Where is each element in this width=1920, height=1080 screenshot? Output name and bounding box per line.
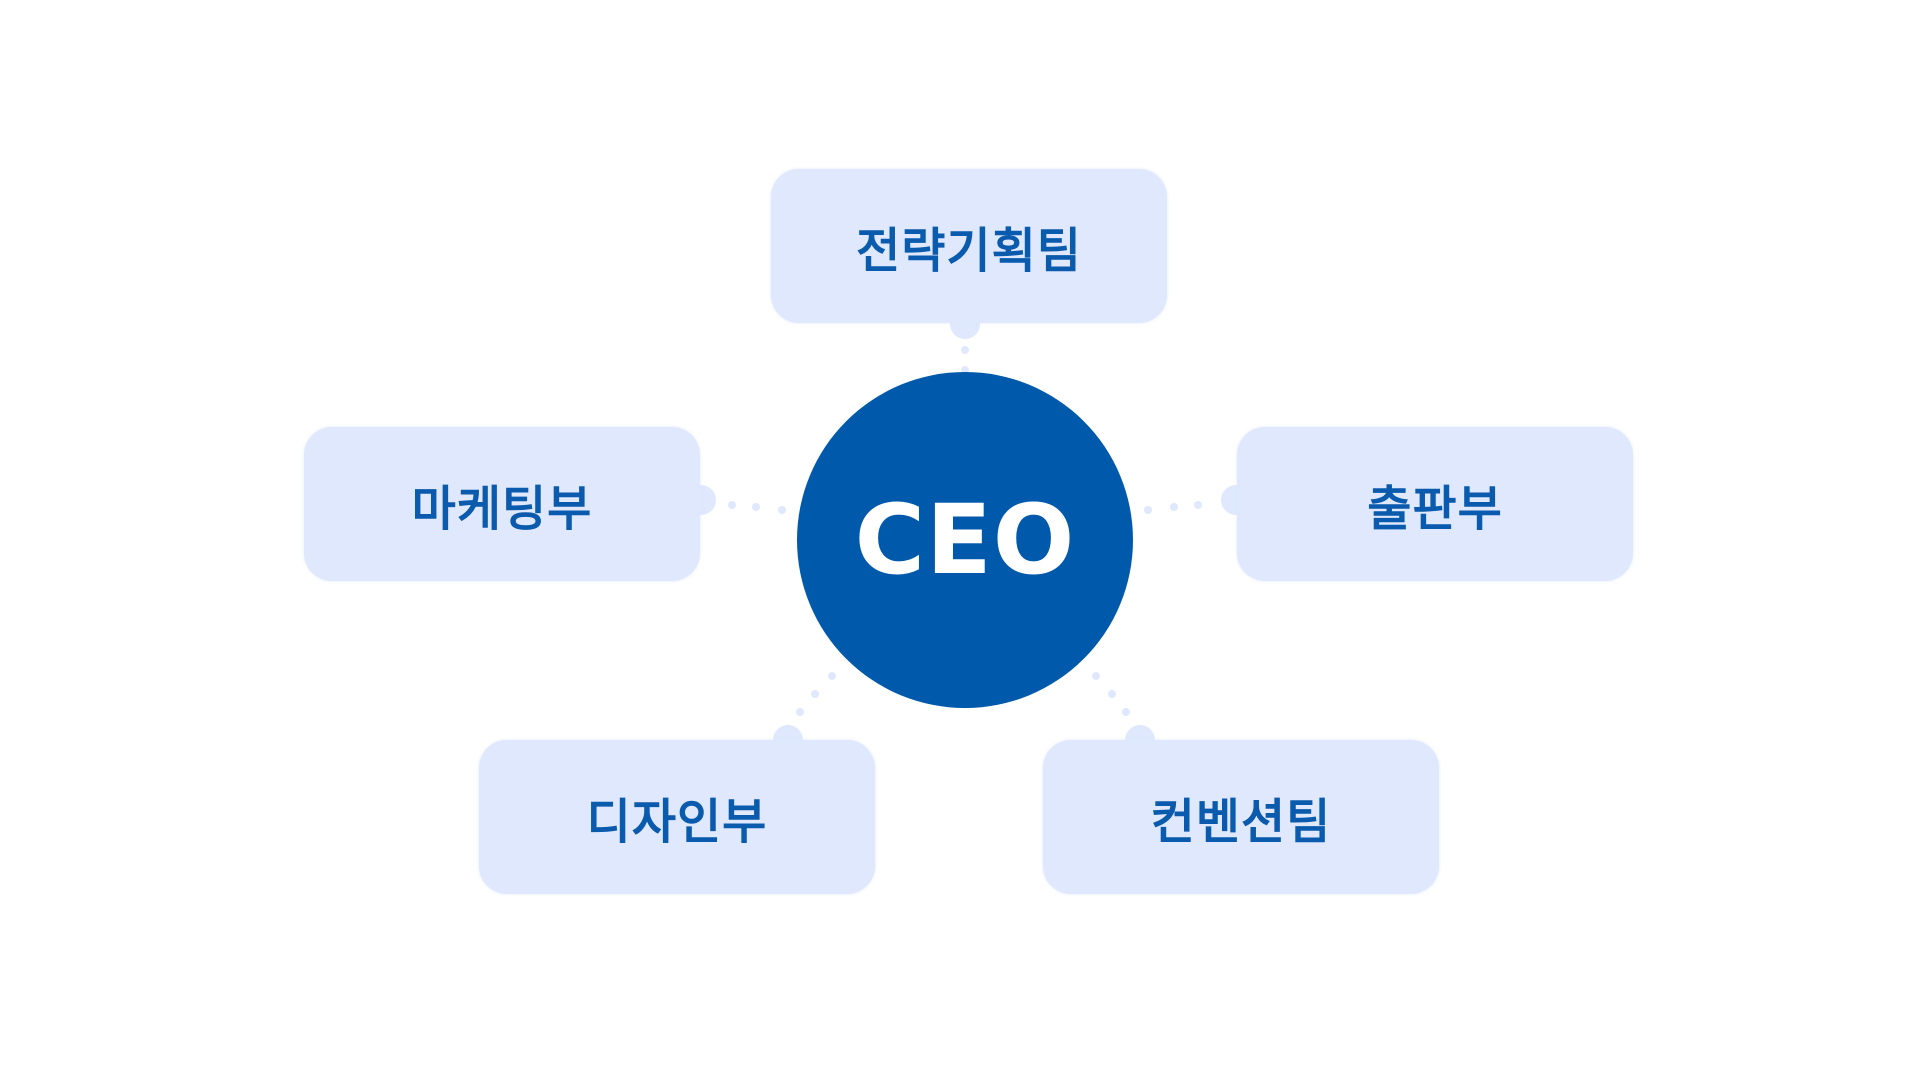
dept-label-top: 전략기획팀 [856, 223, 1082, 279]
dept-label-right: 출판부 [1367, 481, 1503, 537]
dept-box-left: 마케팅부 [304, 427, 700, 581]
connector-left [686, 485, 786, 515]
ceo-node: CEO [797, 372, 1133, 708]
dept-box-right: 출판부 [1237, 427, 1633, 581]
dept-box-top: 전략기획팀 [771, 169, 1167, 323]
dept-label-bottom-right: 컨벤션팀 [1150, 794, 1332, 850]
connector-right [1144, 485, 1251, 515]
dept-label-left: 마케팅부 [411, 481, 593, 537]
ceo-label: CEO [854, 484, 1076, 596]
dept-label-bottom-left: 디자인부 [586, 794, 768, 850]
dept-box-bottom-right: 컨벤션팀 [1043, 740, 1439, 894]
dept-box-bottom-left: 디자인부 [479, 740, 875, 894]
